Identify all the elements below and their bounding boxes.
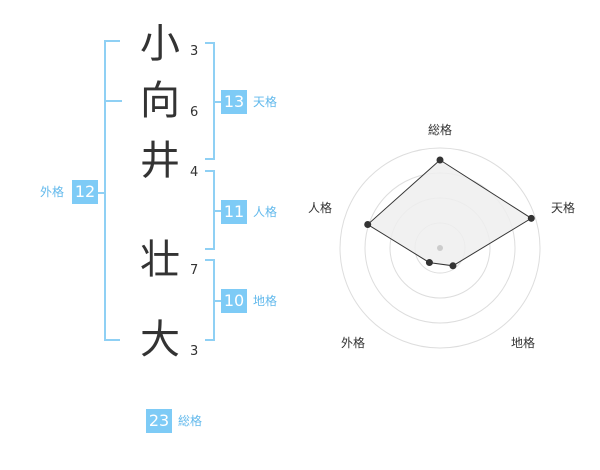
radar-point-2: [527, 214, 535, 222]
jinkaku-value: 11: [221, 200, 247, 224]
soukaku-label: 総格: [178, 414, 203, 428]
gaikaku-value: 12: [72, 180, 98, 204]
stroke-count-3: 4: [190, 165, 199, 180]
tenkaku-label: 天格: [253, 95, 278, 109]
radar-axis-label-tenkaku: 天格: [551, 200, 575, 215]
gaikaku-label: 外格: [40, 185, 65, 199]
name-char-2: 向: [140, 78, 180, 124]
jinkaku-bracket: [205, 170, 221, 250]
radar-data-polygon: [366, 159, 533, 267]
chikaku-bracket: [205, 259, 221, 341]
radar-point-1: [436, 156, 444, 164]
stroke-count-4: 7: [190, 263, 199, 278]
tenkaku-value: 13: [221, 90, 247, 114]
name-char-5: 大: [140, 317, 180, 363]
radar-ring-4: [339, 147, 541, 349]
name-char-4: 壮: [140, 237, 180, 283]
stroke-count-5: 3: [190, 344, 199, 359]
radar-point-3: [449, 262, 457, 270]
chikaku-value: 10: [221, 289, 247, 313]
radar-point-4: [425, 259, 433, 267]
name-char-3: 井: [140, 138, 180, 184]
soukaku-value: 23: [146, 409, 172, 433]
chikaku-label: 地格: [253, 294, 278, 308]
stroke-count-2: 6: [190, 105, 199, 120]
tenkaku-bracket: [205, 42, 221, 160]
radar-axis-label-jinkaku: 人格: [308, 200, 332, 215]
stroke-count-1: 3: [190, 44, 199, 59]
radar-axis-label-gaikaku: 外格: [341, 335, 365, 350]
radar-axis-label-chikaku: 地格: [511, 335, 535, 350]
radar-center-dot: [437, 245, 443, 251]
jinkaku-label: 人格: [253, 205, 278, 219]
radar-point-5: [364, 221, 372, 229]
gaikaku-bracket: [98, 40, 122, 341]
name-char-1: 小: [140, 21, 180, 67]
radar-axis-label-soukaku: 総格: [428, 122, 452, 137]
